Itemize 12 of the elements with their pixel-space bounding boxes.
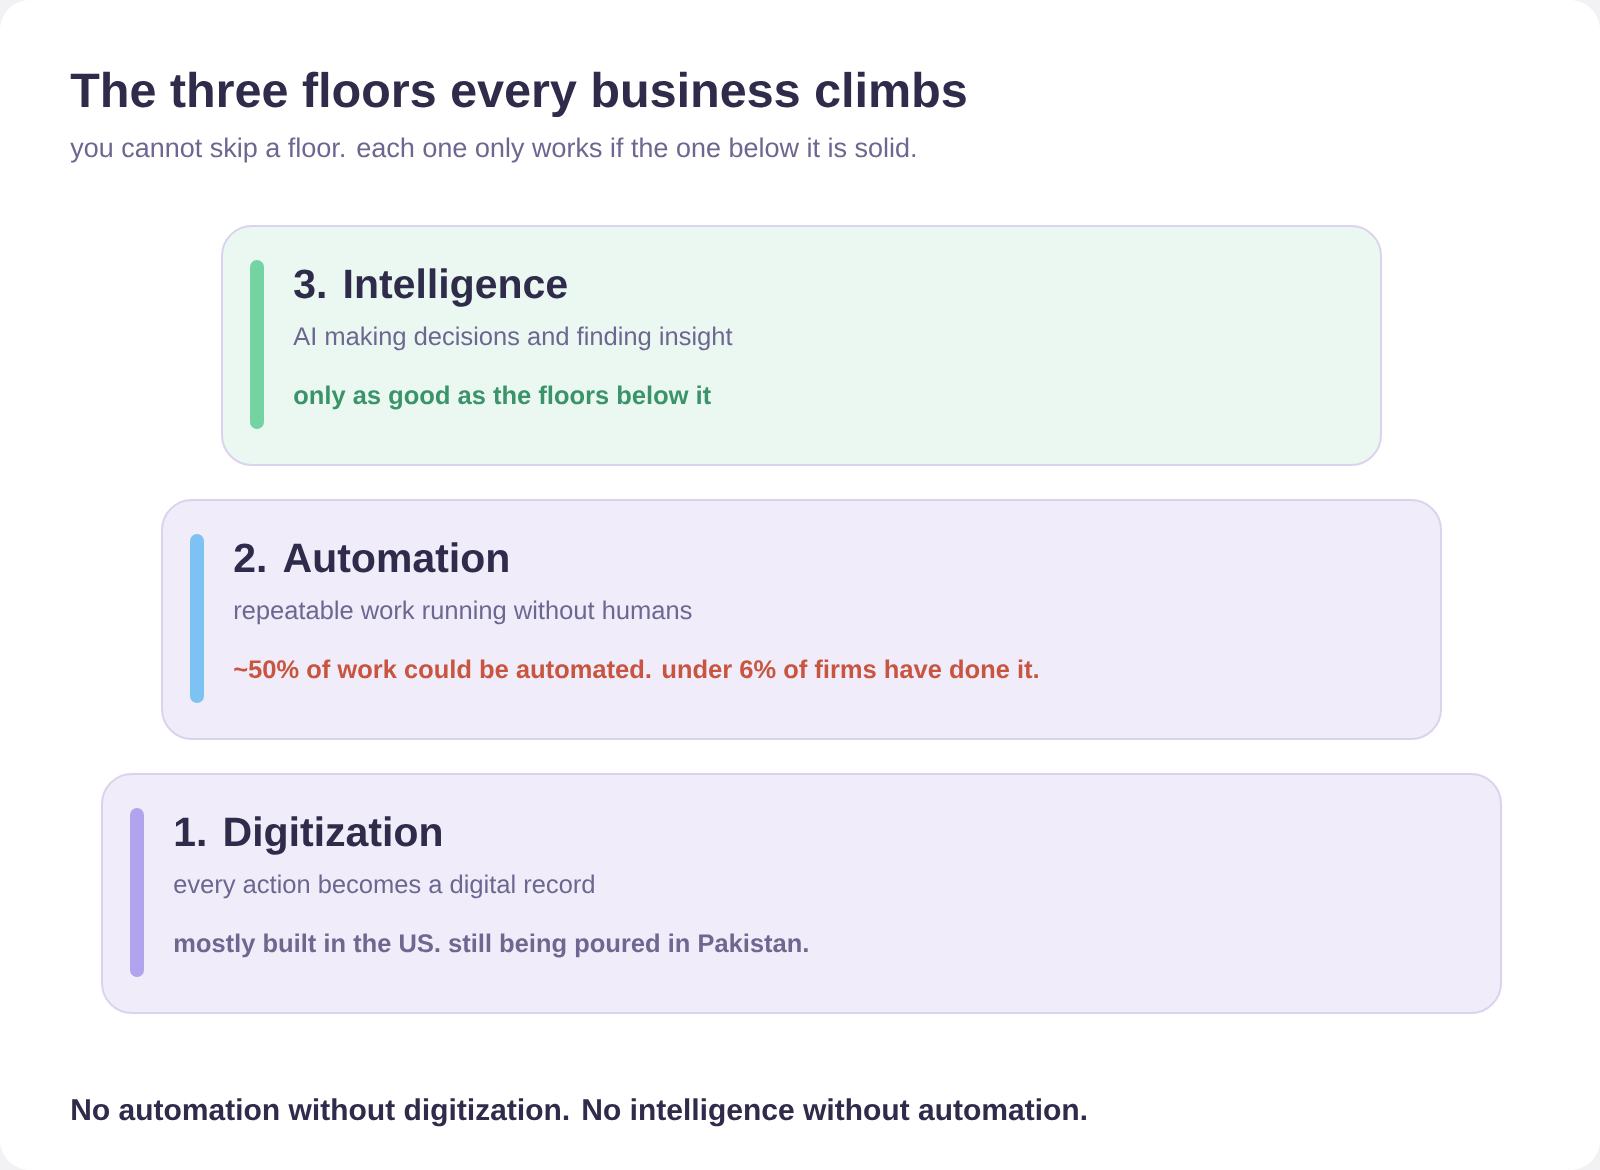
floor-description: repeatable work running without humans [234,600,692,625]
floor-description: every action becomes a digital record [174,874,594,899]
floor-description: AI making decisions and finding insight [293,326,733,351]
floor-heading: 2. Automation [234,542,508,573]
caption: No automation without digitization. No intelligence without automation. [72,1098,1086,1127]
floor-heading: 3. Intelligence [294,268,567,307]
floor-note: only as good as the floors below it [294,385,711,410]
floor-note: mostly built in the US. still being poured in Pakistan. [174,933,808,958]
title: The three floors every business climbs [70,71,966,118]
subtitle: you cannot skip a floor. each one only works if the one below it is solid. [70,137,916,163]
floor-note: ~50% of work could be automated. under 6% of firms have done it. [234,659,1038,679]
floor-heading: 1. Digitization [175,816,441,855]
